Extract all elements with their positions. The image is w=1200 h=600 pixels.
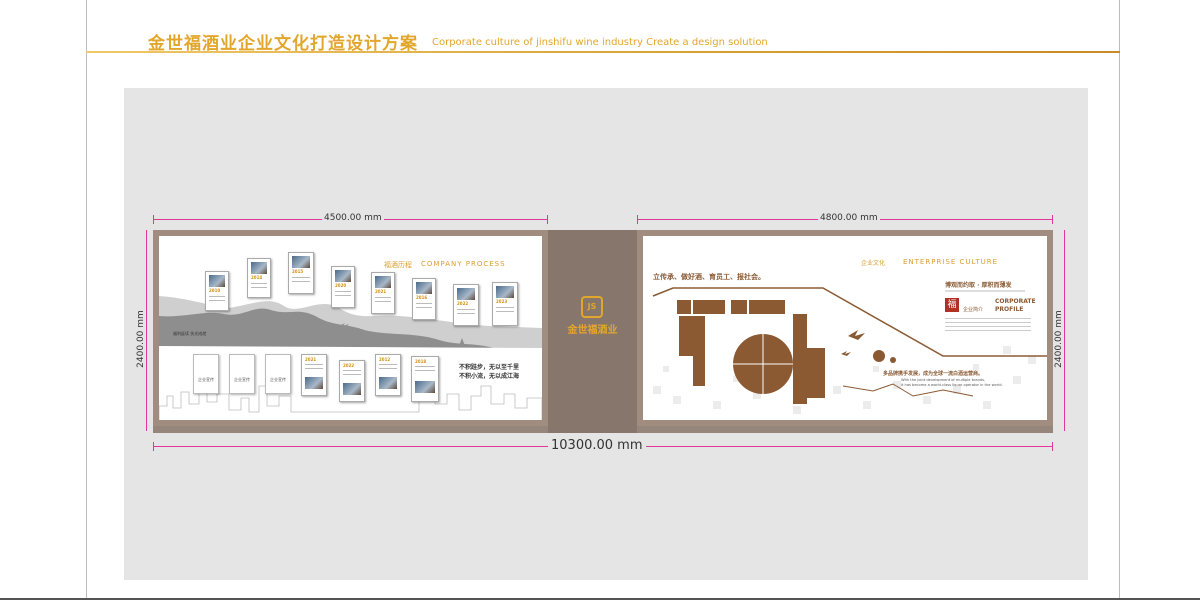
timeline-year: 2018 xyxy=(415,359,427,364)
culture-info-box xyxy=(679,316,693,356)
left-panel-company-process: 福酒历程 COMPANY PROCESS 福利延续 扶光成就 2010 2014… xyxy=(153,230,548,426)
timeline-photo-card: 2012 xyxy=(375,354,401,396)
culture-tagline-en-2: it has become a world-class liquor opera… xyxy=(901,383,1003,387)
culture-info-box xyxy=(807,348,825,398)
dimension-tick xyxy=(1052,215,1053,224)
right-width-label: 4800.00 mm xyxy=(818,213,880,223)
profile-text-line xyxy=(945,326,1031,327)
page-frame-bottom xyxy=(0,598,1200,600)
timeline-year: 2015 xyxy=(292,269,304,274)
timeline-photo-card: 2010 xyxy=(205,271,229,311)
right-height-label: 2400.00 mm xyxy=(1054,309,1064,369)
left-height-dimension-line xyxy=(146,230,147,431)
brand-logo-mark: JS xyxy=(581,296,603,318)
promo-card: 企业宣传 xyxy=(193,354,219,394)
timeline-year: 2022 xyxy=(457,301,469,306)
timeline-photo-card: 2022 xyxy=(453,284,479,326)
promo-card-label: 企业宣传 xyxy=(198,377,214,382)
timeline-year: 2014 xyxy=(251,275,263,280)
profile-title-en: CORPORATE xyxy=(995,298,1036,305)
timeline-photo-card: 2015 xyxy=(288,252,314,294)
profile-title-en-2: PROFILE xyxy=(995,306,1024,313)
dimension-tick xyxy=(637,215,638,224)
promo-card-label: 企业宣传 xyxy=(234,377,250,382)
culture-info-box xyxy=(731,300,747,314)
timeline-year: 2021 xyxy=(375,289,387,294)
profile-sub-cn: 企业简介 xyxy=(963,307,984,313)
timeline-year: 2010 xyxy=(209,288,221,293)
dimension-tick xyxy=(153,215,154,224)
timeline-year: 2023 xyxy=(496,299,508,304)
timeline-photo-card: 2014 xyxy=(247,258,271,298)
timeline-photo-card: 2023 xyxy=(492,282,518,326)
timeline-year: 2012 xyxy=(379,357,391,362)
culture-info-box xyxy=(677,300,691,314)
culture-tagline-cn: 多品牌携手发展，成为全球一流白酒运营商。 xyxy=(883,371,984,377)
timeline-photo-card: 2021 xyxy=(301,354,327,396)
profile-title-cn: 博观而约取 · 厚积而薄发 xyxy=(945,282,1012,289)
page-title: 金世福酒业企业文化打造设计方案 xyxy=(148,34,418,54)
timeline-photo-card: 2016 xyxy=(412,278,436,320)
header-rule xyxy=(86,51,1120,53)
profile-text-line xyxy=(945,322,1031,323)
timeline-year: 2020 xyxy=(335,283,347,288)
culture-info-box xyxy=(749,300,785,314)
process-title-cn: 福酒历程 xyxy=(384,261,412,269)
timeline-photo-card: 2021 xyxy=(371,272,395,314)
page-subtitle: Corporate culture of jinshifu wine indus… xyxy=(432,37,768,48)
culture-title-cn: 企业文化 xyxy=(861,260,886,267)
timeline-year: 2022 xyxy=(343,363,355,368)
timeline-year: 2021 xyxy=(305,357,317,362)
brand-name: 金世福酒业 xyxy=(567,325,618,336)
timeline-year: 2016 xyxy=(416,295,428,300)
page-frame-right xyxy=(1119,0,1120,600)
mountain-caption: 福利延续 扶光成就 xyxy=(173,331,207,336)
culture-info-box xyxy=(693,316,705,386)
process-title-en: COMPANY PROCESS xyxy=(421,260,506,268)
timeline-photo-card: 2020 xyxy=(331,266,355,308)
center-logo-column: JS 金世福酒业 xyxy=(548,230,637,433)
timeline-photo-card: 2022 xyxy=(339,360,365,402)
profile-subline xyxy=(945,290,1025,292)
dimension-tick xyxy=(547,215,548,224)
right-height-dimension-line xyxy=(1064,230,1065,431)
promo-card: 企业宣传 xyxy=(265,354,291,394)
right-panel-enterprise-culture: 企业文化 ENTERPRISE CULTURE 立传承、做好酒、育员工、报社会。… xyxy=(637,230,1053,426)
left-width-label: 4500.00 mm xyxy=(322,213,384,223)
fu-character-icon: 福 xyxy=(945,298,959,312)
total-width-label: 10300.00 mm xyxy=(548,438,646,453)
profile-text-line xyxy=(945,330,1031,331)
dimension-tick xyxy=(153,442,154,451)
promo-card-label: 企业宣传 xyxy=(270,377,286,382)
culture-title-en: ENTERPRISE CULTURE xyxy=(903,258,999,266)
culture-tagline-en-1: With the joint development of multiple b… xyxy=(901,378,986,382)
dimension-tick xyxy=(1052,442,1053,451)
timeline-photo-card: 2018 xyxy=(411,356,439,402)
process-slogan-line2: 不积小流，无以成江海 xyxy=(459,373,520,380)
profile-text-line xyxy=(945,318,1031,319)
culture-info-box xyxy=(693,300,725,314)
culture-info-box xyxy=(793,314,807,404)
promo-card: 企业宣传 xyxy=(229,354,255,394)
process-slogan-line1: 不积跬步，无以至千里 xyxy=(459,364,520,371)
left-height-label: 2400.00 mm xyxy=(136,309,146,369)
culture-slogan: 立传承、做好酒、育员工、报社会。 xyxy=(653,273,765,281)
page-frame-left xyxy=(86,0,87,600)
